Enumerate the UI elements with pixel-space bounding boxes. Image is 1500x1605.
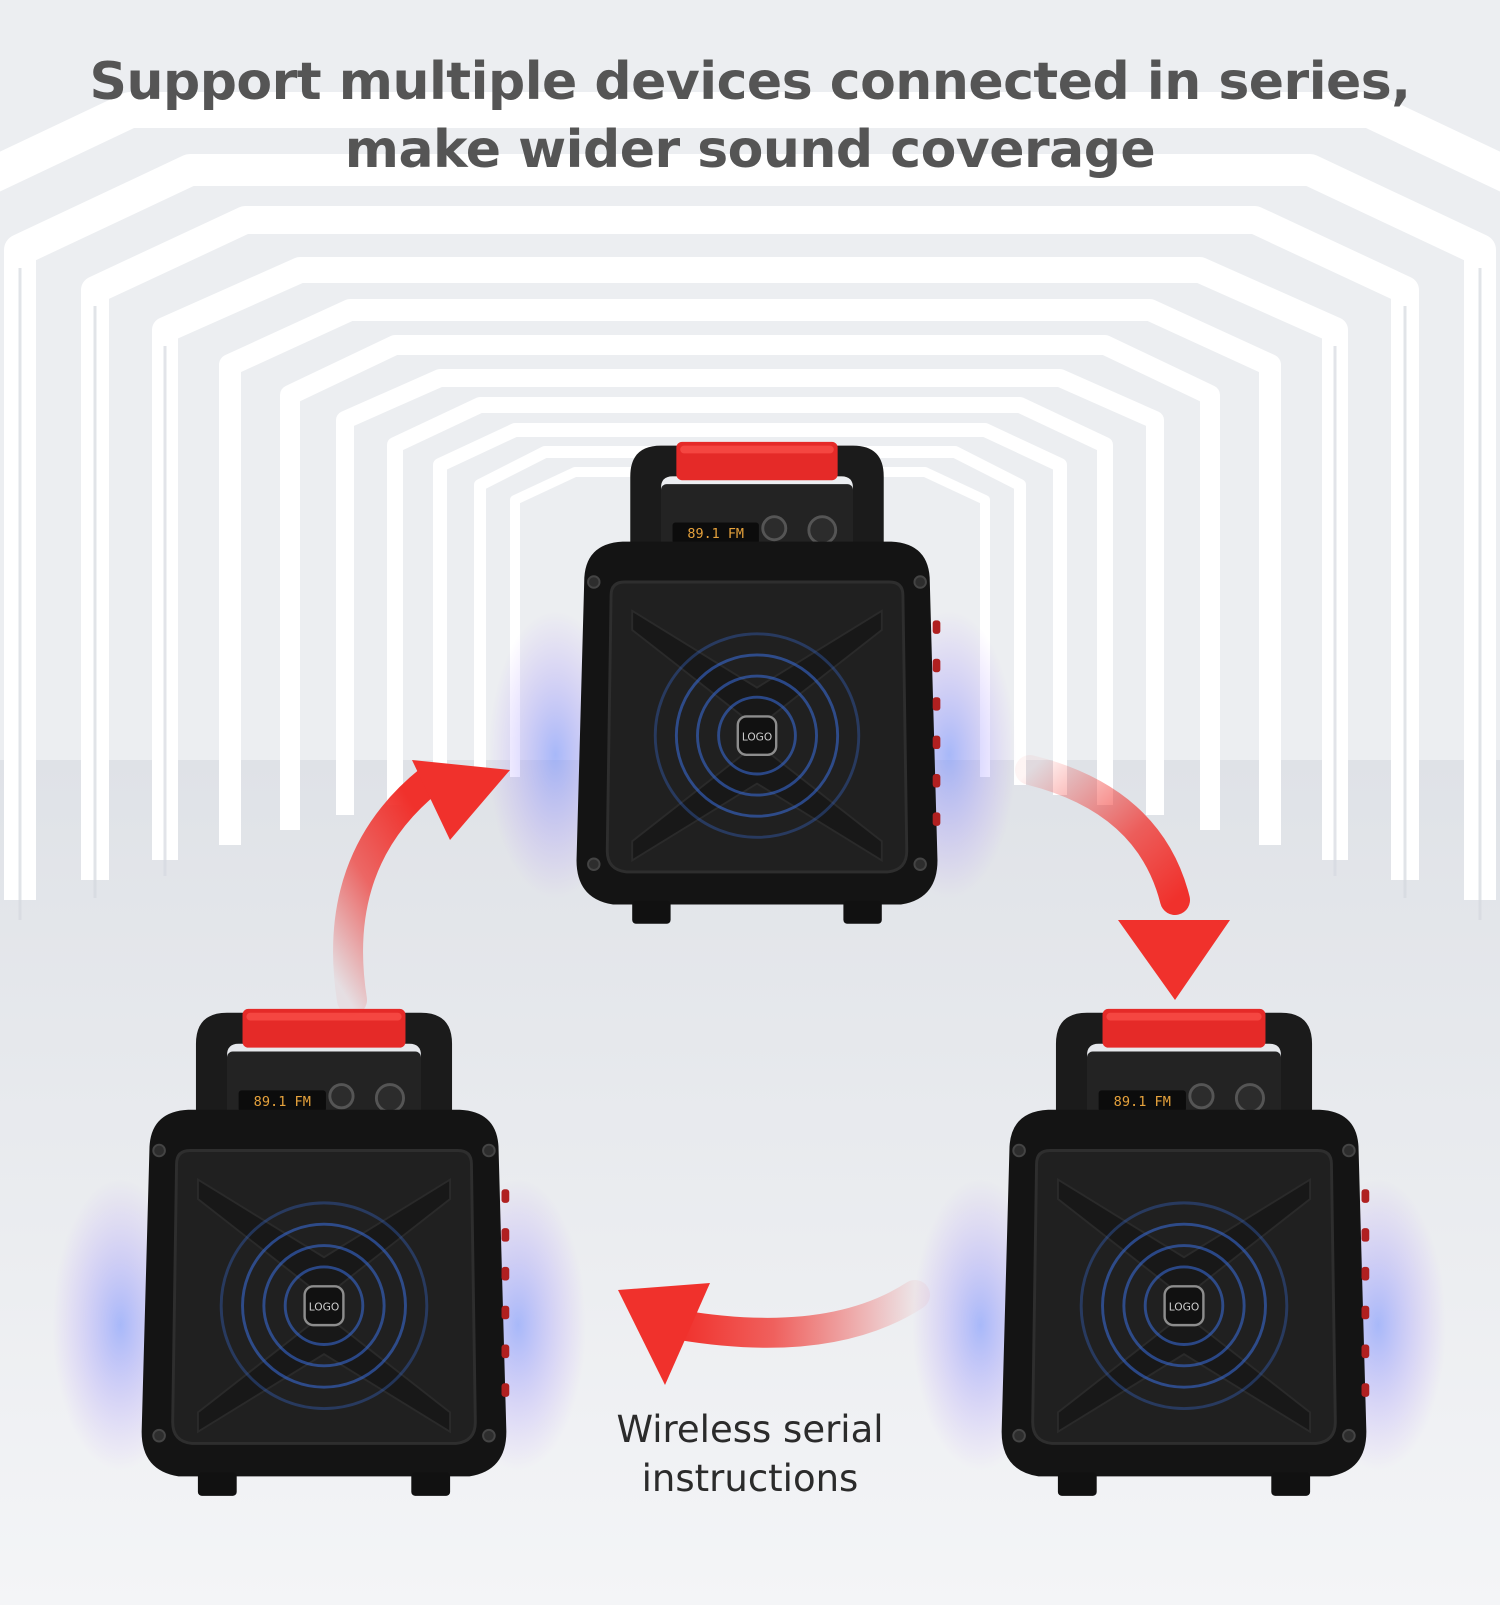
speaker-bottom-right: LOGO 89.1 FM bbox=[910, 1007, 1448, 1498]
speaker-bottom-left: LOGO 89.1 FM bbox=[50, 1007, 588, 1498]
speaker-bottom-right-logo: LOGO bbox=[1169, 1301, 1200, 1314]
speaker-bottom-right-display: 89.1 FM bbox=[1114, 1094, 1171, 1110]
headline: Support multiple devices connected in se… bbox=[0, 48, 1500, 184]
curved-arrow-icon bbox=[1015, 755, 1230, 1000]
speaker-top: LOGO 89.1 FM bbox=[486, 440, 1018, 926]
caption-line-1: Wireless serial bbox=[616, 1408, 884, 1451]
caption-line-2: instructions bbox=[641, 1457, 859, 1500]
speaker-top-logo: LOGO bbox=[742, 731, 772, 743]
caption: Wireless serial instructions bbox=[580, 1405, 920, 1503]
headline-line-2: make wider sound coverage bbox=[344, 120, 1156, 180]
curved-arrow-icon bbox=[618, 1280, 930, 1385]
speaker-top-display: 89.1 FM bbox=[687, 527, 744, 542]
headline-line-1: Support multiple devices connected in se… bbox=[89, 52, 1411, 112]
speaker-bottom-left-display: 89.1 FM bbox=[254, 1094, 311, 1110]
speaker-bottom-left-logo: LOGO bbox=[309, 1301, 340, 1314]
curved-arrow-icon bbox=[333, 760, 510, 1015]
